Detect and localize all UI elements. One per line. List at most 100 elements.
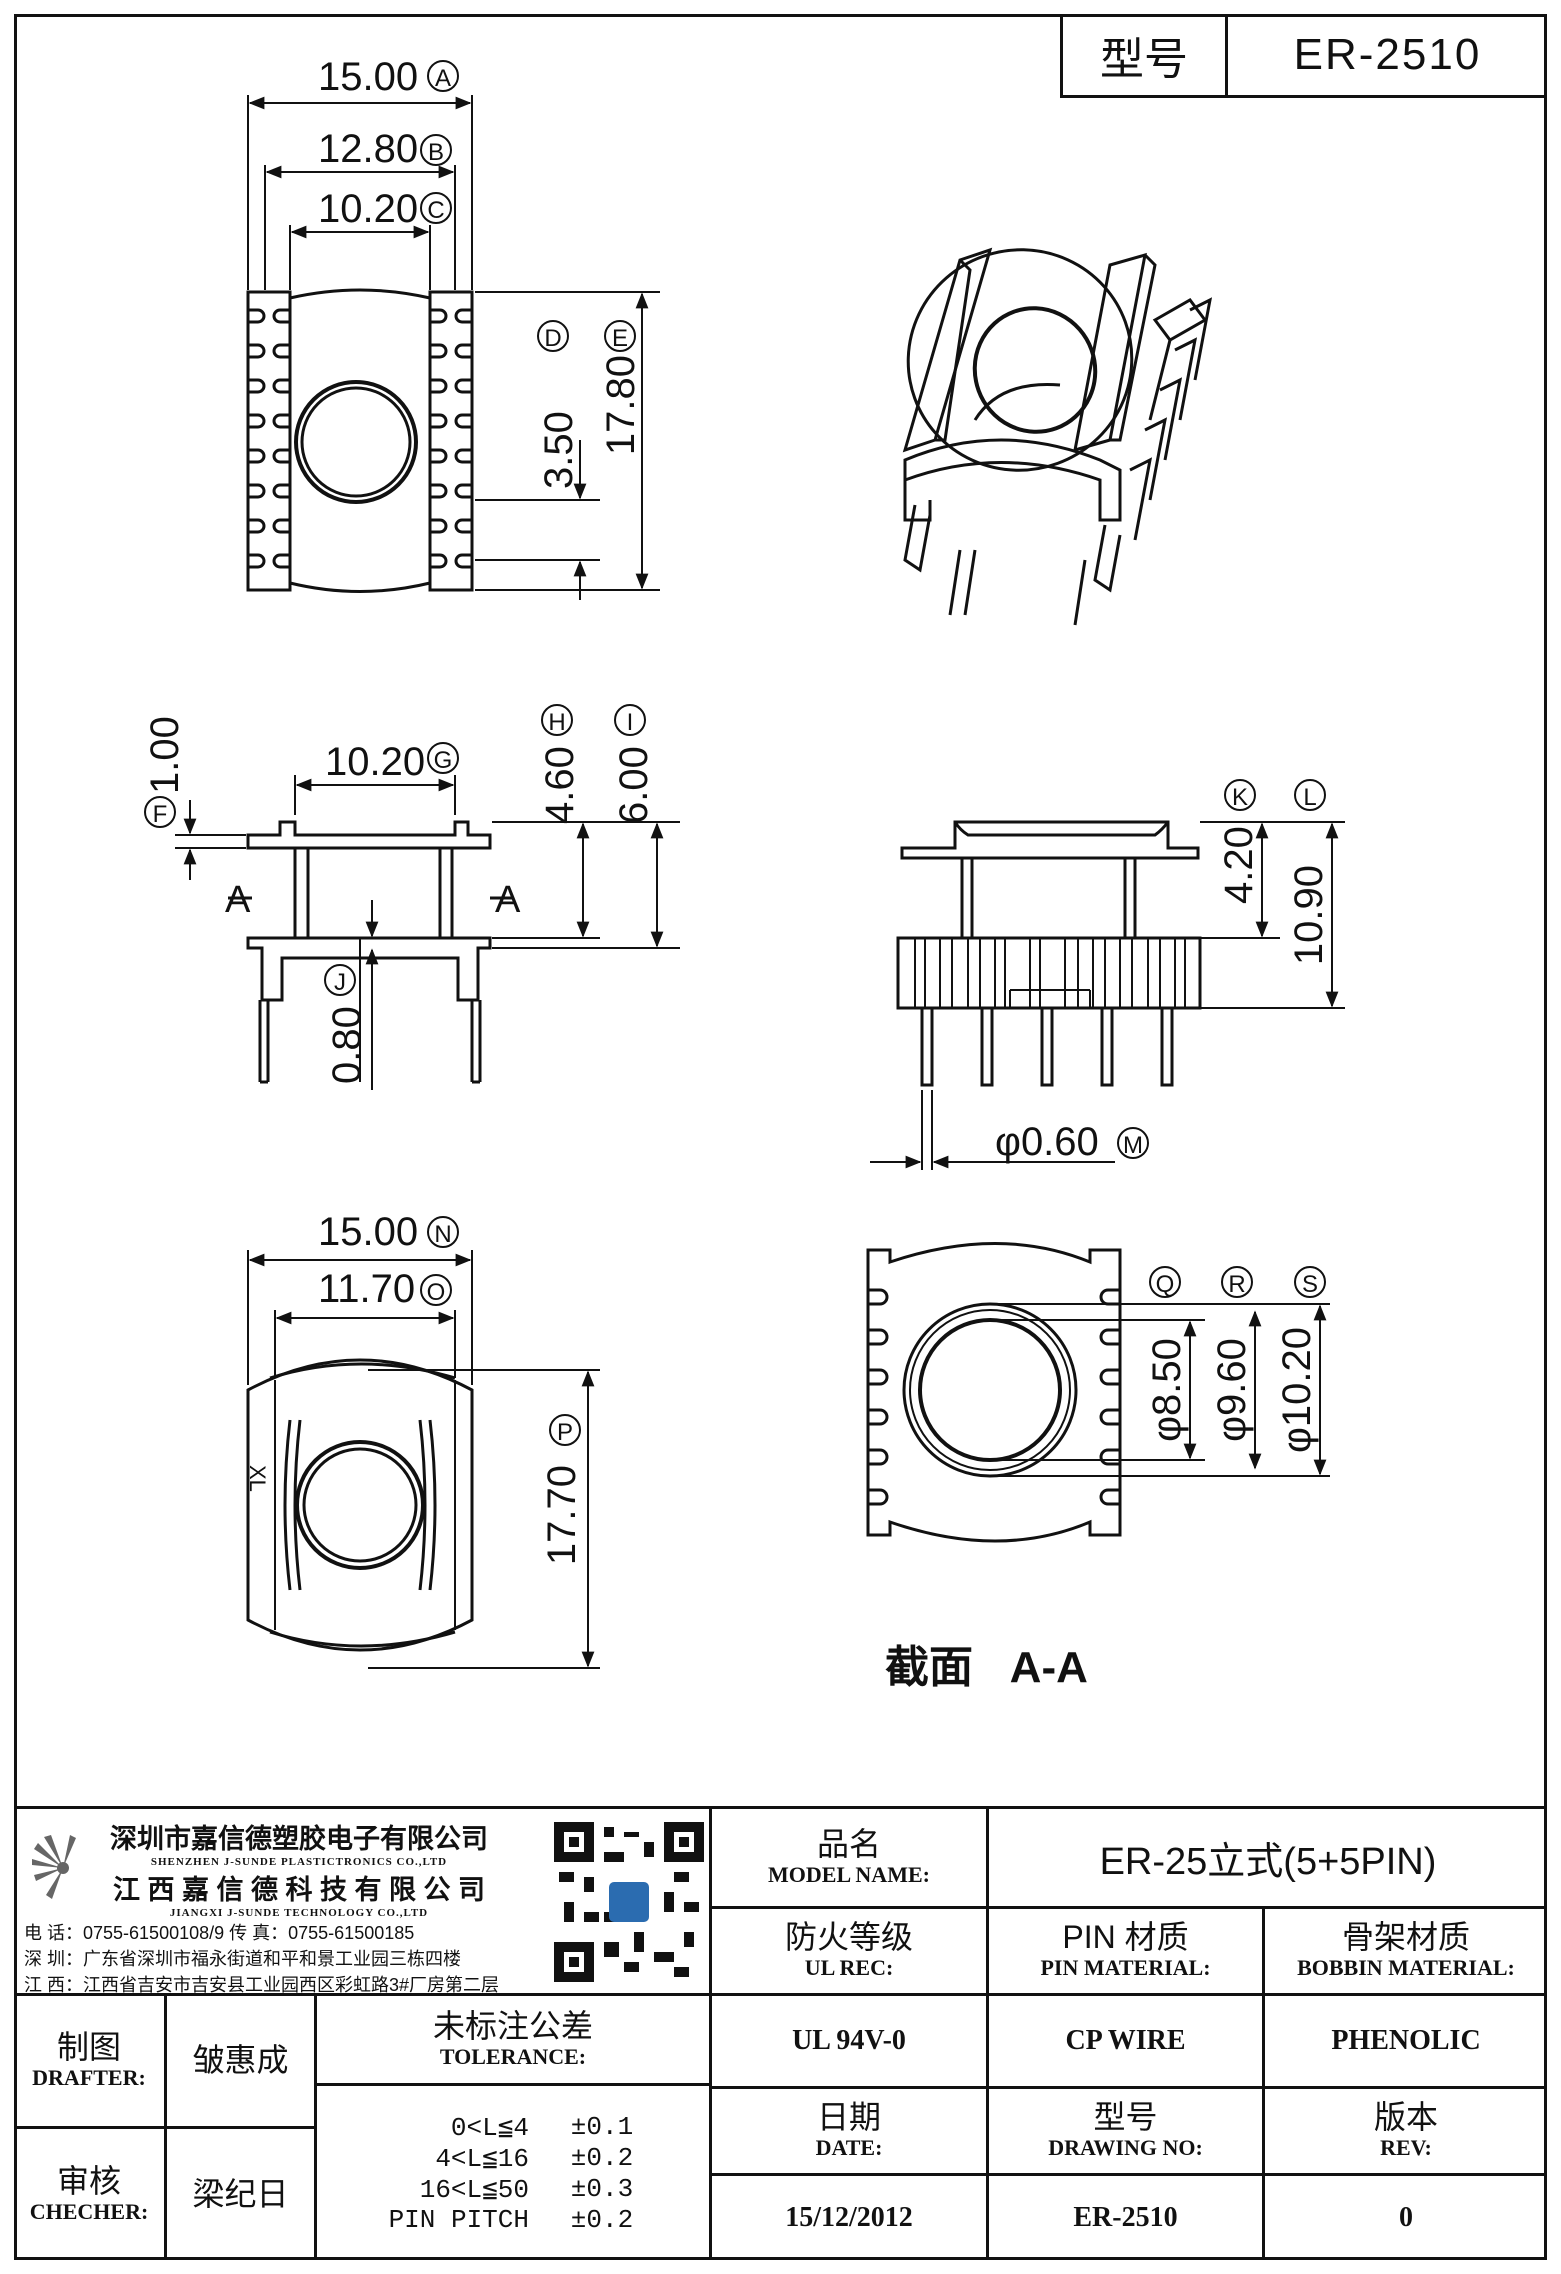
rev-en: REV: xyxy=(1380,2135,1432,2161)
section-mark-left: A xyxy=(225,879,251,921)
model-name-header: 品名 MODEL NAME: xyxy=(712,1809,986,1906)
drawing-value: ER-2510 xyxy=(1073,2202,1178,2233)
type-value: ER-2510 xyxy=(1293,29,1482,79)
dim-J-value: 0.80 xyxy=(325,1006,369,1084)
pin-en: PIN MATERIAL: xyxy=(1040,1955,1211,1981)
drafter-value-cell: 皱惠成 xyxy=(167,1996,314,2126)
tolerance-en: TOLERANCE: xyxy=(439,2043,587,2069)
ul-header: 防火等级 UL REC: xyxy=(712,1909,986,1993)
company-address-jx: 江 西：江西省吉安市吉安县工业园西区彩虹路3#厂房第二层 xyxy=(24,1975,500,1995)
tolerance-cn: 未标注公差 xyxy=(432,2007,593,2044)
company-name-en-2: JIANGXI J-SUNDE TECHNOLOGY CO.,LTD xyxy=(169,1907,429,1919)
checker-cn: 审核 xyxy=(56,2162,121,2199)
tolerance-range: 4<L≦16 xyxy=(435,2143,529,2174)
dim-Q-tag: Q xyxy=(1156,1271,1175,1298)
dim-S-tag: S xyxy=(1302,1271,1318,1298)
top-view-notches-right xyxy=(430,308,472,569)
tolerance-value: ±0.3 xyxy=(570,2173,634,2204)
model-name-value-cell: ER-25立式(5+5PIN) xyxy=(989,1809,1547,1906)
ul-value: UL 94V-0 xyxy=(792,2025,906,2056)
model-name-value: ER-25立式(5+5PIN) xyxy=(1099,1841,1437,1883)
tolerance-range: 0<L≦4 xyxy=(450,2112,529,2143)
dim-E-value: 17.80 xyxy=(599,355,643,455)
pin-header: PIN 材质 PIN MATERIAL: xyxy=(989,1909,1262,1993)
dim-D-value: 3.50 xyxy=(537,411,581,489)
drafter-cn: 制图 xyxy=(56,2029,121,2066)
tolerance-row: 0<L≦4 ±0.1 xyxy=(317,2112,709,2143)
checker-en: CHECHER: xyxy=(29,2198,149,2224)
dim-B-tag: B xyxy=(428,139,444,166)
dim-J-tag: J xyxy=(334,969,346,996)
rev-cn: 版本 xyxy=(1373,2099,1438,2136)
top-view xyxy=(246,95,660,600)
drawing-value-cell: ER-2510 xyxy=(989,2176,1262,2260)
title-block: 深圳市嘉信德塑胶电子有限公司 SHENZHEN J-SUNDE PLASTICT… xyxy=(14,1806,1547,2260)
checker-header: 审核 CHECHER: xyxy=(14,2129,164,2260)
dim-O-tag: O xyxy=(427,1279,446,1306)
company-name-en-1: SHENZHEN J-SUNDE PLASTICTRONICS CO.,LTD xyxy=(150,1856,448,1868)
bobbin-header: 骨架材质 BOBBIN MATERIAL: xyxy=(1265,1909,1547,1993)
drawing-cn: 型号 xyxy=(1093,2099,1158,2136)
side-view xyxy=(870,820,1345,1170)
section-notches-left xyxy=(868,1288,889,1506)
company-name-cn-2: 江 西 嘉 信 德 科 技 有 限 公 司 xyxy=(112,1875,485,1905)
dim-M-tag: M xyxy=(1123,1132,1143,1159)
bottom-view-mark: XL xyxy=(245,1465,270,1492)
model-name-en: MODEL NAME: xyxy=(768,1861,930,1887)
checker-value: 梁纪日 xyxy=(192,2175,289,2212)
dim-P-tag: P xyxy=(557,1419,573,1446)
front-view xyxy=(175,775,680,1090)
dim-H-value: 4.60 xyxy=(538,746,582,824)
tolerance-row: 16<L≦50 ±0.3 xyxy=(317,2174,709,2205)
dim-M-value: φ0.60 xyxy=(995,1120,1099,1164)
dim-N-value: 15.00 xyxy=(318,1210,418,1254)
rev-header: 版本 REV: xyxy=(1265,2089,1547,2173)
drafter-header: 制图 DRAFTER: xyxy=(14,1996,164,2126)
section-view xyxy=(866,1242,1330,1543)
pin-cn: PIN 材质 xyxy=(1062,1919,1189,1956)
dim-C-tag: C xyxy=(427,197,444,224)
tolerance-range: 16<L≦50 xyxy=(419,2174,529,2205)
drawing-en: DRAWING NO: xyxy=(1048,2135,1203,2161)
company-info: 深圳市嘉信德塑胶电子有限公司 SHENZHEN J-SUNDE PLASTICT… xyxy=(24,1817,544,1995)
company-phone: 电 话：0755-61500108/9 传 真：0755-61500185 xyxy=(24,1923,415,1943)
dim-A-tag: A xyxy=(435,65,451,92)
dim-C-value: 10.20 xyxy=(318,187,418,231)
pin-value: CP WIRE xyxy=(1065,2025,1186,2056)
company-logo-icon xyxy=(32,1835,76,1899)
bobbin-value-cell: PHENOLIC xyxy=(1265,1996,1547,2086)
checker-value-cell: 梁纪日 xyxy=(167,2129,314,2260)
drafter-en: DRAFTER: xyxy=(32,2065,146,2091)
tolerance-value: ±0.1 xyxy=(570,2111,634,2142)
dim-P-value: 17.70 xyxy=(540,1465,584,1565)
tolerance-value: ±0.2 xyxy=(570,2204,634,2235)
dim-N-tag: N xyxy=(434,1221,451,1248)
bobbin-cn: 骨架材质 xyxy=(1341,1919,1470,1956)
tolerance-header: 未标注公差 TOLERANCE: xyxy=(317,1996,709,2083)
dim-G-tag: G xyxy=(434,747,453,774)
dim-I-value: 6.00 xyxy=(612,746,656,824)
tolerance-value: ±0.2 xyxy=(570,2142,634,2173)
company-address-sz: 深 圳：广东省深圳市福永街道和平和景工业园三栋四楼 xyxy=(24,1949,461,1969)
side-view-ribs xyxy=(914,938,1186,1008)
ul-value-cell: UL 94V-0 xyxy=(712,1996,986,2086)
drawing-canvas: 15.00 A 12.80 B 10.20 C D 3.50 E 17.80 F… xyxy=(143,55,1345,1692)
bottom-view xyxy=(246,1250,600,1669)
dim-B-value: 12.80 xyxy=(318,127,418,171)
dim-E-tag: E xyxy=(612,325,628,352)
tolerance-range: PIN PITCH xyxy=(388,2204,529,2235)
drafter-value: 皱惠成 xyxy=(192,2042,289,2079)
dim-S-value: φ10.20 xyxy=(1275,1327,1319,1453)
dim-L-tag: L xyxy=(1303,784,1316,811)
type-label: 型号 xyxy=(1063,14,1228,95)
rev-value: 0 xyxy=(1399,2202,1413,2233)
tag-circles xyxy=(144,60,1326,1446)
date-cn: 日期 xyxy=(816,2099,881,2136)
dim-K-value: 4.20 xyxy=(1217,826,1261,904)
sheet-frame xyxy=(14,14,1547,2260)
drawing-header: 型号 DRAWING NO: xyxy=(989,2089,1262,2173)
dim-L-value: 10.90 xyxy=(1287,865,1331,965)
date-header: 日期 DATE: xyxy=(712,2089,986,2173)
ul-en: UL REC: xyxy=(804,1955,894,1981)
